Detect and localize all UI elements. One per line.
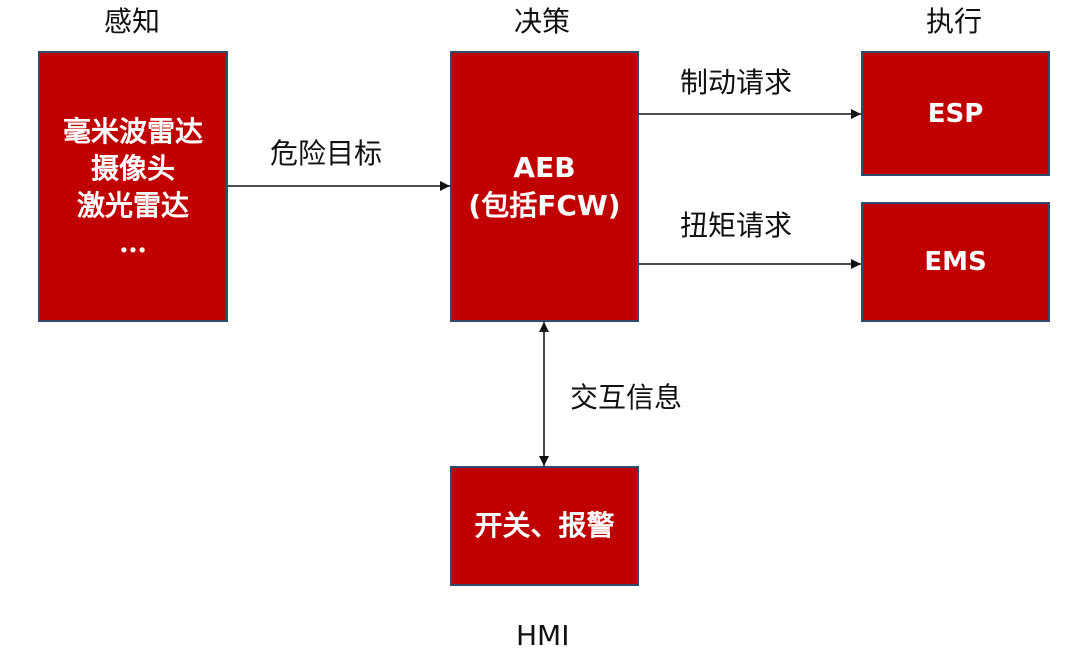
hmi-label: 开关、报警 (474, 509, 615, 542)
hmi-caption: HMI (516, 619, 570, 652)
label-interaction-info: 交互信息 (570, 381, 683, 414)
aeb-box: AEB (包括FCW) (450, 51, 639, 322)
sensor-lidar: 激光雷达 (76, 188, 189, 222)
esp-label: ESP (927, 98, 984, 129)
ems-label: EMS (924, 247, 987, 277)
sensor-more: … (119, 225, 147, 259)
header-perception: 感知 (104, 5, 161, 38)
sensor-millimeter-radar: 毫米波雷达 (62, 114, 203, 148)
sensors-box: 毫米波雷达 摄像头 激光雷达 … (38, 51, 228, 322)
aeb-sublabel: (包括FCW) (468, 188, 621, 222)
ems-box: EMS (861, 202, 1050, 322)
hmi-box: 开关、报警 (450, 466, 639, 586)
label-brake-request: 制动请求 (680, 66, 793, 99)
sensor-camera: 摄像头 (90, 151, 175, 185)
label-danger-target: 危险目标 (270, 137, 383, 170)
aeb-label: AEB (513, 150, 576, 184)
esp-box: ESP (861, 51, 1050, 176)
label-torque-request: 扭矩请求 (680, 209, 793, 242)
header-execution: 执行 (926, 5, 983, 38)
header-decision: 决策 (514, 5, 571, 38)
